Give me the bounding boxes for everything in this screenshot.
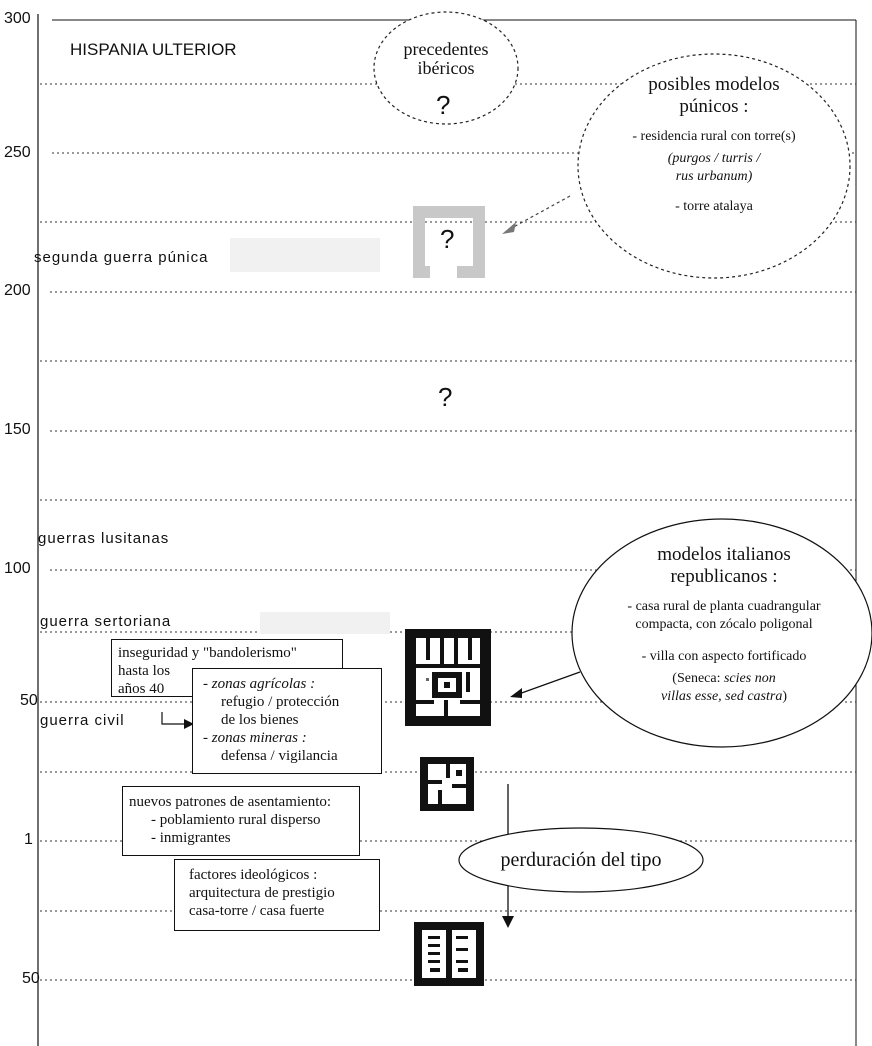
patrones-box: nuevos patrones de asentamiento: - pobla…	[122, 786, 360, 856]
factores-line1: factores ideológicos :	[189, 867, 318, 883]
square-question-mark: ?	[440, 224, 455, 254]
floor-plan-medium	[420, 757, 474, 811]
question-mark-150: ?	[438, 382, 453, 412]
punicos-ellipse	[577, 53, 851, 279]
tick-100: 100	[4, 560, 31, 577]
punicos-item1-italic1: (purgos / turris /	[667, 151, 761, 166]
page-title: HISPANIA ULTERIOR	[70, 40, 237, 59]
perduracion-label: perduración del tipo	[500, 849, 662, 871]
tick-50-bc: 50	[20, 692, 38, 709]
event-guerra-sertoriana: guerra sertoriana	[40, 613, 172, 630]
faint-band	[260, 612, 390, 634]
italianos-title-line2: republicanos :	[670, 566, 778, 587]
tick-250: 250	[4, 144, 31, 161]
uncertain-plan-square	[413, 206, 485, 278]
factores-box: factores ideológicos : arquitectura de p…	[174, 859, 380, 931]
italianos-item2: - villa con aspecto fortificado	[641, 649, 807, 664]
zonas-agricolas-1: refugio / protección	[221, 694, 340, 710]
tick-1: 1	[24, 831, 33, 848]
punicos-title-line1: posibles modelos	[648, 74, 780, 95]
italian-arrow-head	[510, 688, 522, 698]
patrones-line2: - poblamiento rural disperso	[151, 812, 321, 828]
faint-band	[230, 238, 380, 272]
italianos-citation-line2: villas esse, sed castra)	[574, 688, 872, 706]
factores-line3: casa-torre / casa fuerte	[189, 903, 325, 919]
italianos-title-line1: modelos italianos	[657, 544, 791, 565]
punic-arrow-line	[507, 195, 571, 231]
italianos-citation-line1: (Seneca: scies non	[574, 670, 872, 688]
zonas-agricolas-2: de los bienes	[221, 712, 299, 728]
zonas-box: - zonas agrícolas : refugio / protección…	[192, 668, 382, 774]
patrones-line1: nuevos patrones de asentamiento:	[129, 794, 332, 810]
italianos-cite2-end: )	[782, 689, 787, 704]
tick-300: 300	[4, 10, 31, 27]
zonas-mineras: - zonas mineras :	[203, 730, 307, 746]
perduracion-arrow-head	[502, 916, 514, 928]
patrones-line3: - inmigrantes	[151, 830, 231, 846]
civil-connector-head	[184, 719, 194, 729]
italianos-cite2-italic: villas esse, sed castra	[661, 689, 783, 704]
italianos-cite1-italic: scies non	[723, 671, 776, 686]
floor-plan-large	[405, 629, 491, 726]
precedentes-label: precedentes ibéricos	[376, 40, 516, 78]
italianos-cite1: (Seneca:	[672, 671, 721, 686]
inseguridad-line1: inseguridad y "bandolerismo"	[118, 645, 297, 661]
punicos-item1: - residencia rural con torre(s)	[632, 129, 796, 144]
italianos-item1a: - casa rural de planta cuadrangular	[627, 599, 821, 614]
precedentes-line1: precedentes	[403, 39, 489, 59]
perduracion-ellipse	[458, 827, 704, 893]
punic-arrow-head	[502, 222, 516, 234]
inseguridad-line2: hasta los	[118, 663, 171, 679]
italianos-label: modelos italianos republicanos : - casa …	[574, 544, 872, 706]
zonas-mineras-1: defensa / vigilancia	[221, 748, 338, 764]
punicos-item1-italic2: rus urbanum)	[675, 169, 753, 184]
punicos-title-line2: púnicos :	[679, 96, 749, 117]
zonas-agricolas: - zonas agrícolas :	[203, 676, 316, 692]
tick-200: 200	[4, 282, 31, 299]
tick-150: 150	[4, 421, 31, 438]
precedentes-ellipse	[373, 11, 519, 125]
precedentes-question-mark: ?	[436, 90, 451, 120]
punicos-label: posibles modelos púnicos : - residencia …	[584, 74, 844, 216]
tick-50-ad: 50	[22, 970, 40, 987]
event-guerras-lusitanas: guerras lusitanas	[38, 530, 170, 547]
inseguridad-line3: años 40	[118, 681, 165, 697]
floor-plan-small	[414, 922, 484, 986]
punicos-item2: - torre atalaya	[675, 199, 753, 214]
event-guerra-civil: guerra civil	[40, 712, 125, 729]
event-segunda-guerra-punica: segunda guerra púnica	[34, 249, 209, 266]
precedentes-line2: ibéricos	[417, 58, 475, 78]
civil-connector	[161, 712, 190, 725]
italian-arrow-line	[515, 671, 581, 696]
factores-line2: arquitectura de prestigio	[189, 885, 335, 901]
italianos-ellipse	[571, 518, 872, 748]
italianos-item1b: compacta, con zócalo poligonal	[635, 617, 813, 632]
